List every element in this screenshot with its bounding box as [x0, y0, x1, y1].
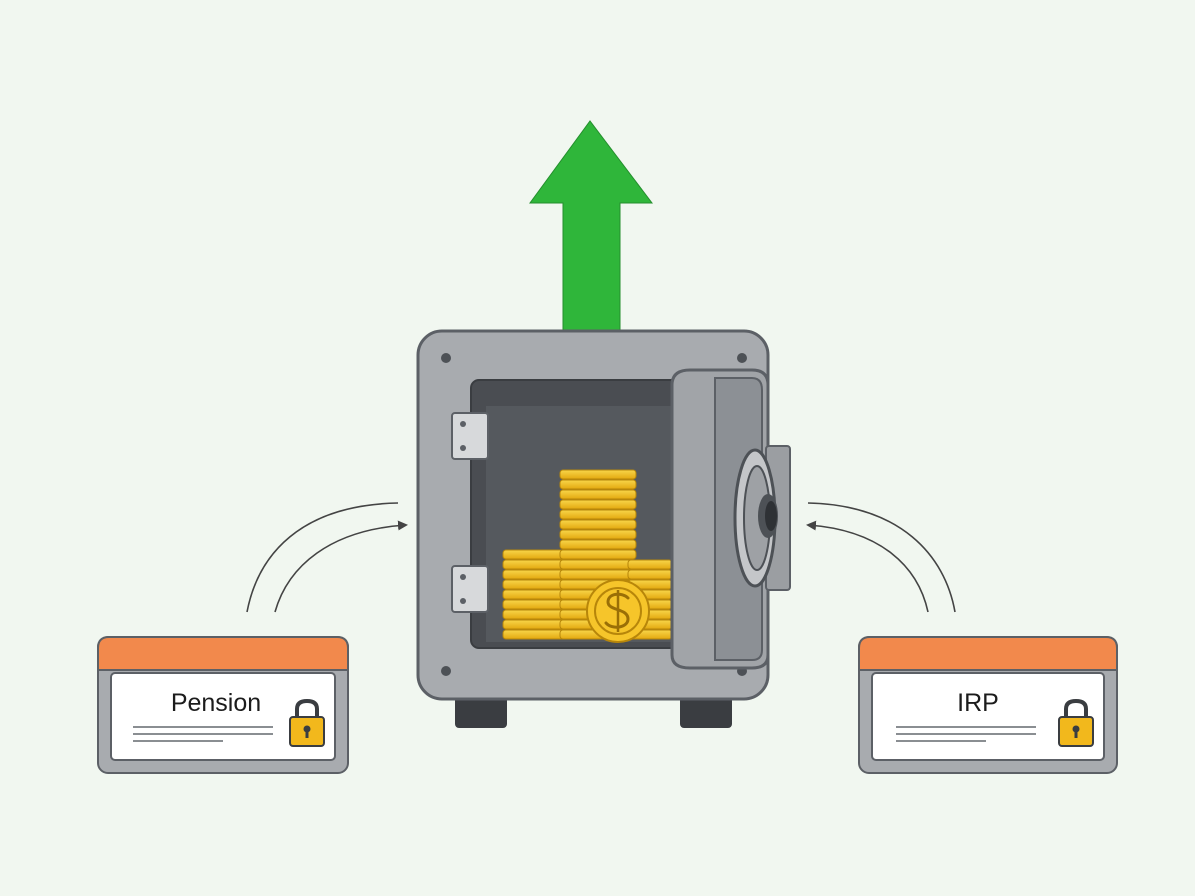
flow-arrow-right: [806, 502, 956, 613]
coin: [627, 559, 673, 570]
coin: [559, 569, 637, 580]
coin: [559, 559, 637, 570]
pension-card-title: Pension: [171, 689, 261, 717]
irp-card-title: IRP: [957, 689, 999, 717]
coin: [559, 539, 637, 550]
coin: [559, 489, 637, 500]
coin: [627, 569, 673, 580]
dollar-coin-icon: [586, 579, 650, 643]
hinge-top: [451, 412, 489, 460]
padlock-icon: [1058, 698, 1094, 747]
irp-card: IRP: [858, 636, 1118, 774]
coin: [559, 519, 637, 530]
safe-door: [670, 368, 791, 670]
padlock-icon: [289, 698, 325, 747]
pension-card: Pension: [97, 636, 349, 774]
combination-dial-icon: [733, 448, 778, 588]
arrow-up-icon: [529, 120, 654, 336]
coin: [559, 549, 637, 560]
coin: [559, 469, 637, 480]
coin: [559, 509, 637, 520]
coin: [559, 479, 637, 490]
hinge-bottom: [451, 565, 489, 613]
coin: [559, 529, 637, 540]
flow-arrow-left: [246, 502, 408, 613]
coin: [559, 499, 637, 510]
